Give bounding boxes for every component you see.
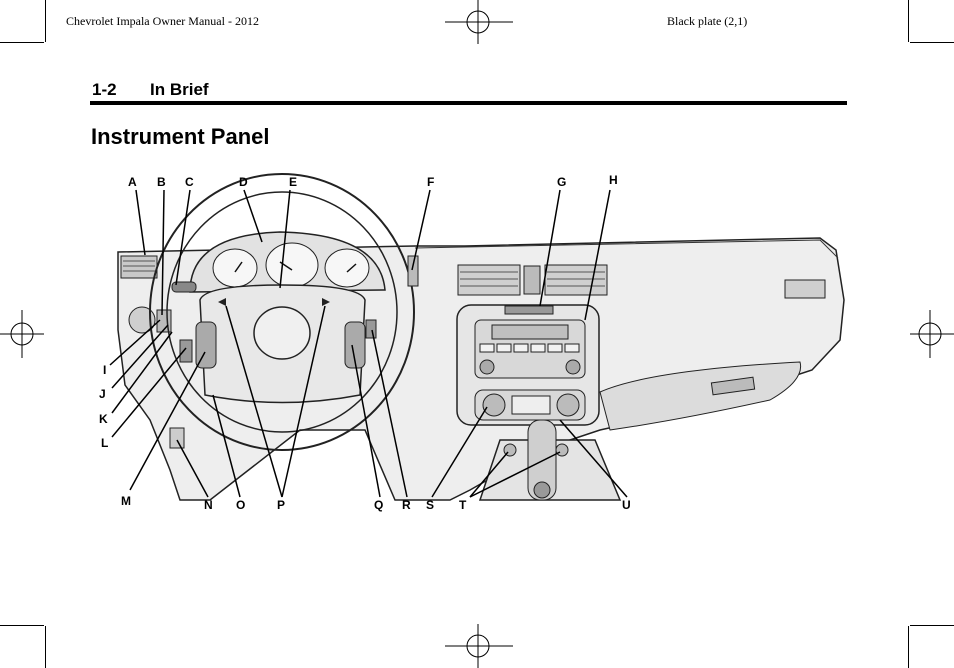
registration-mark-right bbox=[910, 310, 954, 358]
crop-mark-top-left-h bbox=[0, 42, 44, 43]
airbag-cover bbox=[253, 306, 311, 360]
crop-mark-top-left-v bbox=[45, 0, 46, 42]
right-vent bbox=[784, 279, 826, 299]
callout-labels: A B C D E F G H I J K L M N O P Q R S T … bbox=[99, 173, 631, 512]
callout-s: S bbox=[426, 498, 434, 512]
center-vent-slats bbox=[460, 271, 605, 287]
registration-mark-left bbox=[0, 310, 44, 358]
security-light bbox=[504, 305, 554, 315]
radio-tune-knob bbox=[565, 359, 581, 375]
passenger-airbag-indicator bbox=[407, 255, 419, 287]
ignition-lever bbox=[365, 319, 377, 339]
callout-u: U bbox=[622, 498, 631, 512]
callout-t: T bbox=[459, 498, 467, 512]
cruise-control-switch bbox=[179, 339, 193, 363]
registration-mark-top bbox=[445, 0, 513, 44]
callout-g: G bbox=[557, 175, 566, 189]
heated-seat-button-right bbox=[555, 443, 569, 457]
callout-k: K bbox=[99, 412, 108, 426]
hood-release-icon bbox=[169, 427, 185, 449]
section-rule bbox=[90, 101, 847, 105]
radio-volume-knob bbox=[479, 359, 495, 375]
radio-display bbox=[491, 324, 569, 340]
left-wheel-controls bbox=[195, 321, 217, 369]
glove-box-handle bbox=[710, 376, 756, 396]
crop-mark-top-right-h bbox=[910, 42, 954, 43]
steering-wheel-rim-inner bbox=[166, 191, 398, 433]
registration-mark-bottom bbox=[445, 624, 513, 668]
crop-mark-top-right-v bbox=[908, 0, 909, 42]
steering-wheel-rim bbox=[149, 173, 415, 451]
running-header-plate: Black plate (2,1) bbox=[667, 14, 748, 28]
running-header-title: Chevrolet Impala Owner Manual - 2012 bbox=[66, 14, 259, 28]
hazard-flasher-center bbox=[523, 265, 541, 295]
center-vent-left bbox=[457, 264, 521, 296]
gauge-cluster bbox=[212, 242, 370, 288]
callout-f: F bbox=[427, 175, 434, 189]
crop-mark-bottom-left-v bbox=[45, 626, 46, 668]
crop-mark-bottom-right-h bbox=[910, 625, 954, 626]
center-vent-right bbox=[544, 264, 608, 296]
left-horn-symbol bbox=[218, 298, 226, 306]
climate-buttons bbox=[511, 395, 551, 415]
callout-q: Q bbox=[374, 498, 383, 512]
callout-n: N bbox=[204, 498, 213, 512]
crop-mark-bottom-left-h bbox=[0, 625, 44, 626]
section-number: 1-2 bbox=[92, 80, 117, 99]
right-horn-symbol bbox=[322, 298, 330, 306]
callout-o: O bbox=[236, 498, 245, 512]
callout-p: P bbox=[277, 498, 285, 512]
right-wheel-controls bbox=[344, 321, 366, 369]
callout-l: L bbox=[101, 436, 108, 450]
callout-leaders bbox=[109, 189, 628, 498]
climate-knob-left bbox=[482, 393, 506, 417]
shift-knob bbox=[533, 481, 551, 499]
callout-e: E bbox=[289, 175, 297, 189]
turn-signal-lever bbox=[171, 281, 197, 293]
callout-m: M bbox=[121, 494, 131, 508]
callout-a: A bbox=[128, 175, 137, 189]
shift-lever bbox=[527, 419, 557, 501]
callout-h: H bbox=[609, 173, 618, 187]
page-title: Instrument Panel bbox=[91, 124, 270, 149]
callout-b: B bbox=[157, 175, 166, 189]
callout-c: C bbox=[185, 175, 194, 189]
left-vent bbox=[120, 255, 158, 279]
callout-r: R bbox=[402, 498, 411, 512]
callout-i: I bbox=[103, 363, 106, 377]
radio-preset-buttons bbox=[479, 343, 580, 353]
callout-j: J bbox=[99, 387, 106, 401]
climate-knob-right bbox=[556, 393, 580, 417]
headlamp-switch-icon bbox=[128, 306, 156, 334]
callout-d: D bbox=[239, 175, 248, 189]
section-title: In Brief bbox=[150, 80, 209, 99]
crop-mark-bottom-right-v bbox=[908, 626, 909, 668]
left-vent-slats bbox=[123, 260, 155, 272]
